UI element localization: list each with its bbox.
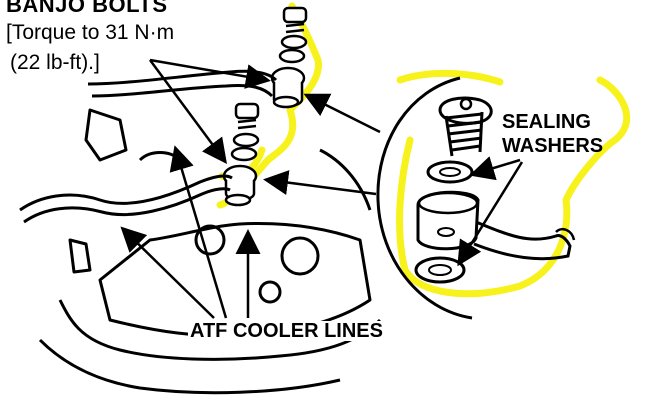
transmission-assembly: [19, 69, 382, 395]
transmission-case: [98, 222, 372, 338]
arrow-sealing-lower: [457, 161, 524, 267]
sealing-washers-label-line2: WASHERS: [502, 135, 604, 157]
detail-callout: [376, 76, 576, 320]
banjo-torque-lbft-label: (22 lb-ft).]: [10, 51, 100, 74]
arrow-atf-mid: [169, 145, 228, 319]
arrow-banjo-upper: [149, 58, 271, 89]
arrow-detail-upper: [303, 93, 381, 134]
arrow-atf-left: [120, 226, 215, 319]
detail-circle-arc: [376, 76, 473, 320]
bolt-head-hole: [459, 97, 473, 111]
upper-sealing-washer: [426, 160, 474, 184]
bolt-stack-lower: [222, 102, 260, 207]
atf-cooler-lines-label: ATF COOLER LINES: [188, 320, 385, 342]
lower-cooler-line: [19, 174, 233, 212]
bolt-stack-upper: [270, 6, 308, 109]
banjo-bolt-head-detail: [438, 96, 493, 125]
banjo-fitting-detail: [416, 190, 480, 251]
sealing-washers-label-line1: SEALING: [502, 111, 591, 133]
bolt-thread-detail: [444, 111, 484, 157]
lower-washer-hole: [428, 264, 452, 276]
arrow-banjo-lower: [148, 59, 227, 165]
upper-washer-hole: [439, 167, 461, 177]
bracket-left: [84, 108, 128, 162]
arrow-detail-lower: [263, 170, 377, 196]
banjo-bolts-label: BANJO BOLTS: [6, 0, 168, 17]
leader-arrows: [120, 58, 524, 319]
banjo-torque-nm-label: [Torque to 31 N·m: [6, 21, 175, 44]
highlight-detail-top: [396, 69, 504, 86]
lower-sealing-washer: [414, 256, 466, 284]
highlight-detail-outline: [396, 76, 631, 298]
arrow-sealing-upper: [469, 156, 521, 181]
cooler-line-detail: [473, 220, 572, 261]
